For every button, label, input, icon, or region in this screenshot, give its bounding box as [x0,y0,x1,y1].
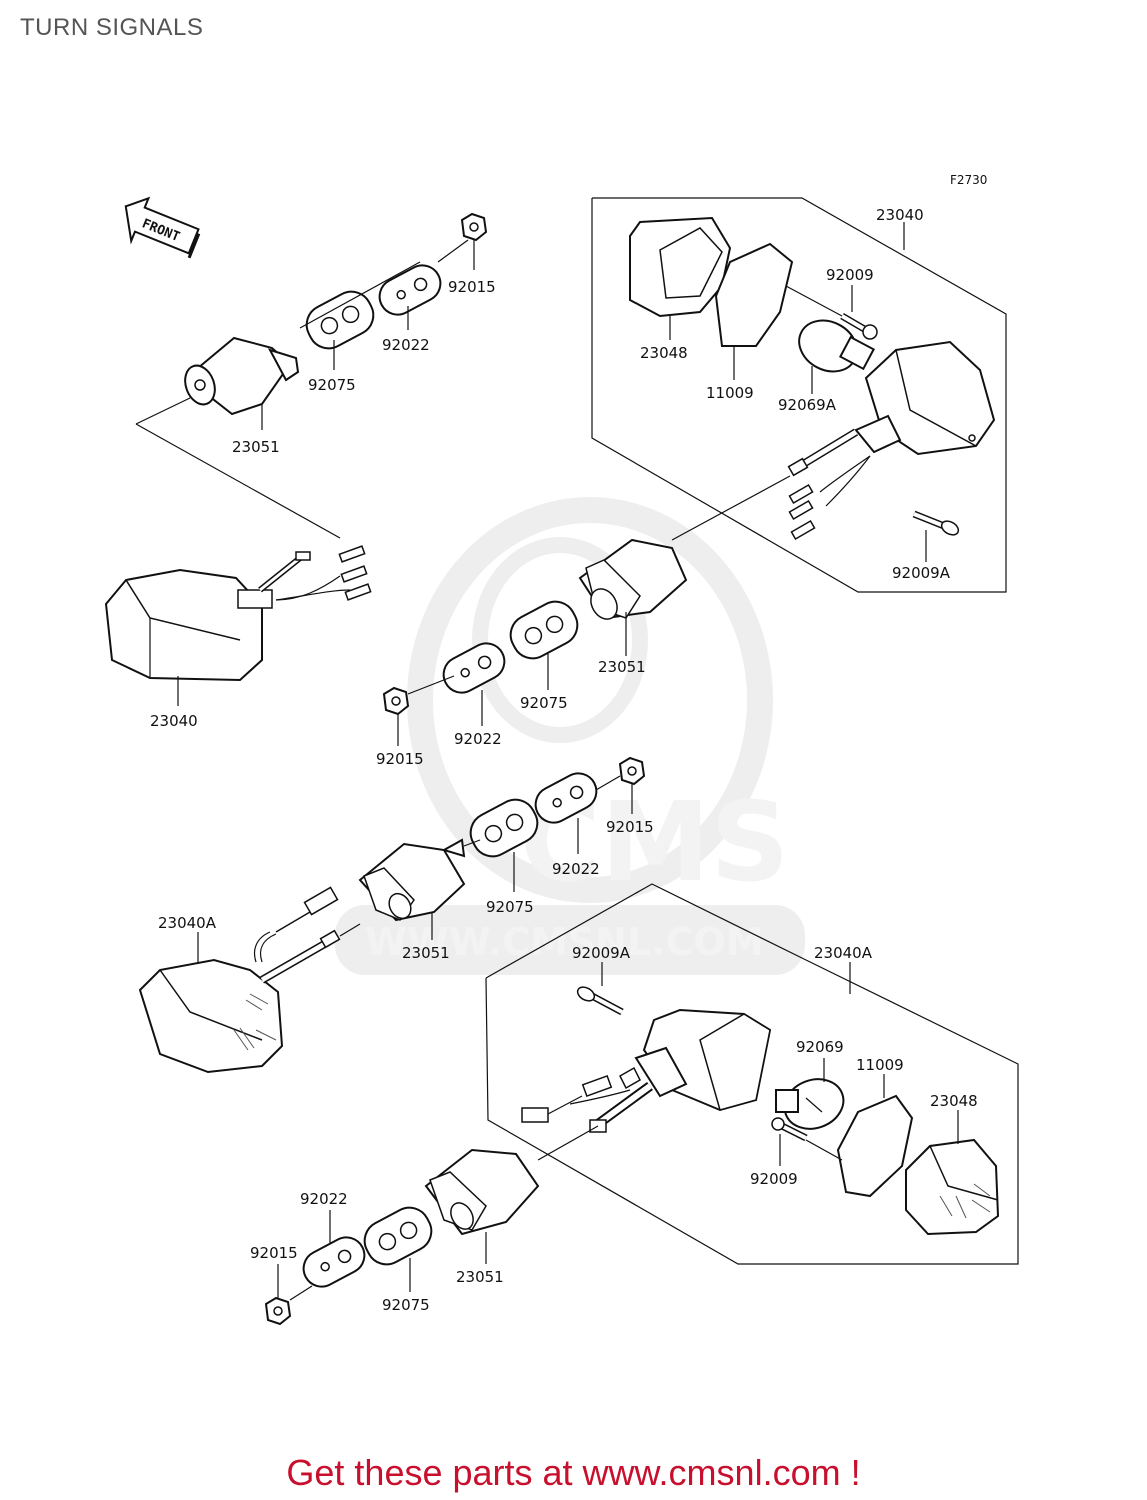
front-left-signal [104,545,372,682]
rear-right-plate [302,1236,366,1288]
callout-rear-left-plate: 92022 [552,860,600,878]
callout-front-right-damper: 92075 [520,694,568,712]
callout-rear-right-plate: 92022 [300,1190,348,1208]
callout-rear-right-gasket: 11009 [856,1056,904,1074]
rear-left-plate [534,772,598,824]
front-left-plate [378,264,442,316]
callout-front-left-plate: 92022 [382,336,430,354]
callout-rear-left-signal: 23040A [158,914,217,932]
watermark: CMS WWW.CMSNL.COM [335,497,805,975]
callout-rear-right-nut: 92015 [250,1244,298,1262]
rear-right-mount-screw [576,986,624,1016]
callout-front-right-lens: 23048 [640,344,688,362]
front-right-plate [442,642,506,694]
callout-front-right-gasket: 11009 [706,384,754,402]
callout-front-right-nut: 92015 [376,750,424,768]
callout-front-left-nut: 92015 [448,278,496,296]
footer-cta-link[interactable]: Get these parts at www.cmsnl.com ! [286,1452,861,1493]
callout-front-right-lens-screw: 92009 [826,266,874,284]
front-right-gasket [714,242,794,347]
rear-left-assembly [138,756,646,1074]
rear-right-assembly [264,883,1019,1326]
front-right-assembly [382,197,1007,746]
front-arrow-icon: FRONT [124,196,201,259]
rear-right-signal [521,1008,772,1133]
rear-right-bulb [775,1078,845,1130]
callout-front-right-plate: 92022 [454,730,502,748]
rear-right-lens [905,1138,1000,1236]
callout-rear-right-signal: 23040A [814,944,873,962]
callout-rear-left-nut: 92015 [606,818,654,836]
callout-front-left-signal: 23040 [150,712,198,730]
front-left-damper [305,290,375,350]
rear-left-housing [358,838,466,922]
callout-rear-right-lens: 23048 [930,1092,978,1110]
front-left-housing [184,336,300,416]
callout-rear-right-lens-screw: 92009 [750,1170,798,1188]
callout-rear-right-damper: 92075 [382,1296,430,1314]
front-left-assembly [104,212,488,706]
front-right-signal [787,340,996,540]
front-right-mount-screw [912,510,960,536]
page-title: TURN SIGNALS [20,14,204,41]
callout-rear-right-bulb: 92069 [796,1038,844,1056]
front-right-damper [509,600,579,660]
front-right-lens [629,216,732,318]
rear-left-damper [469,798,539,858]
rear-right-lens-screw [771,1117,808,1142]
callout-front-left-housing: 23051 [232,438,280,456]
callout-front-right-bulb: 92069A [778,396,837,414]
front-right-bulb [798,319,875,373]
front-right-lens-screw [840,312,878,340]
callout-rear-right-housing: 23051 [456,1268,504,1286]
rear-left-signal [138,886,341,1074]
rear-right-housing [424,1148,540,1236]
callout-front-right-signal: 23040 [876,206,924,224]
callout-rear-left-housing: 23051 [402,944,450,962]
callout-front-right-mount-screw: 92009A [892,564,951,582]
figure-code: F2730 [950,173,987,187]
rear-right-damper [363,1206,433,1266]
callout-rear-left-damper: 92075 [486,898,534,916]
callout-rear-right-mount-screw: 92009A [572,944,631,962]
rear-right-gasket [836,1094,914,1198]
front-right-housing [578,538,688,620]
callout-front-right-housing: 23051 [598,658,646,676]
callout-front-left-damper: 92075 [308,376,356,394]
